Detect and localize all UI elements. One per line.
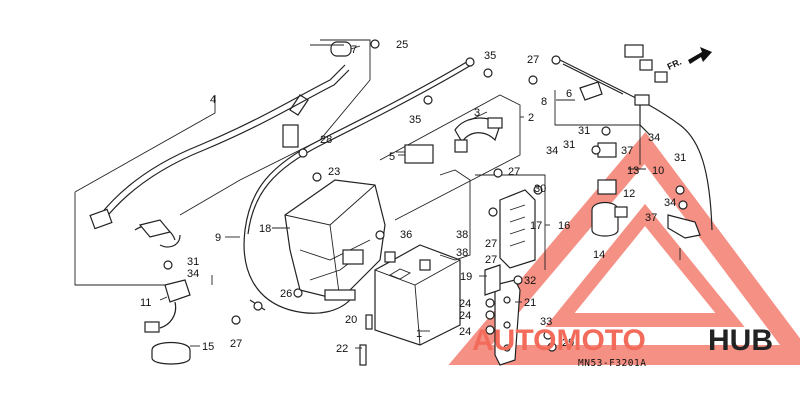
callouts: 1 2 3 4 5 6 7 8 9 10 11 12 13 14 15 16 1… xyxy=(140,39,686,355)
callout: 28 xyxy=(320,134,332,146)
callout: 35 xyxy=(484,50,496,62)
part-16-bracket xyxy=(439,169,471,261)
fr-direction-arrow: FR. xyxy=(666,47,712,72)
callout: 17 xyxy=(530,220,542,232)
callout: 34 xyxy=(187,268,199,280)
callout: 24 xyxy=(459,326,471,338)
part-11 xyxy=(144,279,191,333)
callout: 35 xyxy=(409,114,421,126)
part-13-relay xyxy=(591,142,628,237)
bracket-4 xyxy=(74,192,180,286)
callout: 37 xyxy=(621,145,633,157)
callout: 31 xyxy=(674,152,686,164)
callout: 26 xyxy=(280,288,292,300)
fr-label: FR. xyxy=(666,57,683,72)
callout: 23 xyxy=(328,166,340,178)
hole xyxy=(503,321,511,329)
part-1-battery xyxy=(374,244,461,346)
callout: 27 xyxy=(508,166,520,178)
bracket-4b xyxy=(179,39,371,216)
callout: 2 xyxy=(528,112,534,124)
callout: 32 xyxy=(524,275,536,287)
callout: 38 xyxy=(456,229,468,241)
part-4-cable xyxy=(89,41,361,248)
leader-lines xyxy=(159,44,681,349)
bracket-8 xyxy=(554,90,641,165)
callout: 8 xyxy=(541,96,547,108)
part-15 xyxy=(151,341,191,365)
diagram-code: MN53-F3201A xyxy=(578,358,646,369)
callout: 27 xyxy=(485,254,497,266)
callout: 24 xyxy=(459,298,471,310)
callout: 33 xyxy=(540,316,552,328)
callout: 7 xyxy=(351,44,357,56)
callout: 34 xyxy=(648,132,660,144)
part-17-fuse-box xyxy=(499,189,536,269)
hole xyxy=(503,344,511,352)
callout: 4 xyxy=(210,94,216,106)
callout: 27 xyxy=(230,338,242,350)
watermark-text: AUTOMOTO HUB xyxy=(472,324,773,357)
callout: 27 xyxy=(485,238,497,250)
callout: 10 xyxy=(652,165,664,177)
fasteners xyxy=(163,39,688,366)
bracket-2 xyxy=(379,94,521,221)
callout: 29 xyxy=(562,337,574,349)
part-3-bracket xyxy=(454,117,503,153)
callout: 16 xyxy=(558,220,570,232)
part-18-battery-tray xyxy=(284,179,386,301)
callout: 6 xyxy=(566,88,572,100)
part-19 xyxy=(484,264,501,296)
callout: 38 xyxy=(456,247,468,259)
callout: 12 xyxy=(623,188,635,200)
callout: 25 xyxy=(396,39,408,51)
hole xyxy=(503,296,511,304)
callout: 13 xyxy=(627,165,639,177)
watermark-triangle xyxy=(448,131,800,365)
callout: 36 xyxy=(400,229,412,241)
leader-4 xyxy=(74,95,216,193)
part-5 xyxy=(404,144,434,164)
callout: 37 xyxy=(645,212,657,224)
part-9-cable xyxy=(243,57,475,314)
callout: 5 xyxy=(389,151,395,163)
part-8-harness xyxy=(551,44,713,239)
callout: 21 xyxy=(524,297,536,309)
callout: 24 xyxy=(459,310,471,322)
callout: 30 xyxy=(534,183,546,195)
callout: 31 xyxy=(187,256,199,268)
callout: 31 xyxy=(563,139,575,151)
callout: 27 xyxy=(527,54,539,66)
callout: 34 xyxy=(546,145,558,157)
callout: 15 xyxy=(202,341,214,353)
callout: 3 xyxy=(474,107,480,119)
callout: 31 xyxy=(578,125,590,137)
callout: 1 xyxy=(416,328,422,340)
callout: 34 xyxy=(664,197,676,209)
callout: 19 xyxy=(460,271,472,283)
watermark-brand-part2: HUB xyxy=(708,324,773,357)
callout: 20 xyxy=(345,314,357,326)
callout: 14 xyxy=(593,249,605,261)
callout: 9 xyxy=(215,232,221,244)
callout: 18 xyxy=(259,223,271,235)
callout: 11 xyxy=(140,297,151,309)
callout: 22 xyxy=(336,343,348,355)
watermark-brand-part1: AUTOMOTO xyxy=(472,324,646,357)
